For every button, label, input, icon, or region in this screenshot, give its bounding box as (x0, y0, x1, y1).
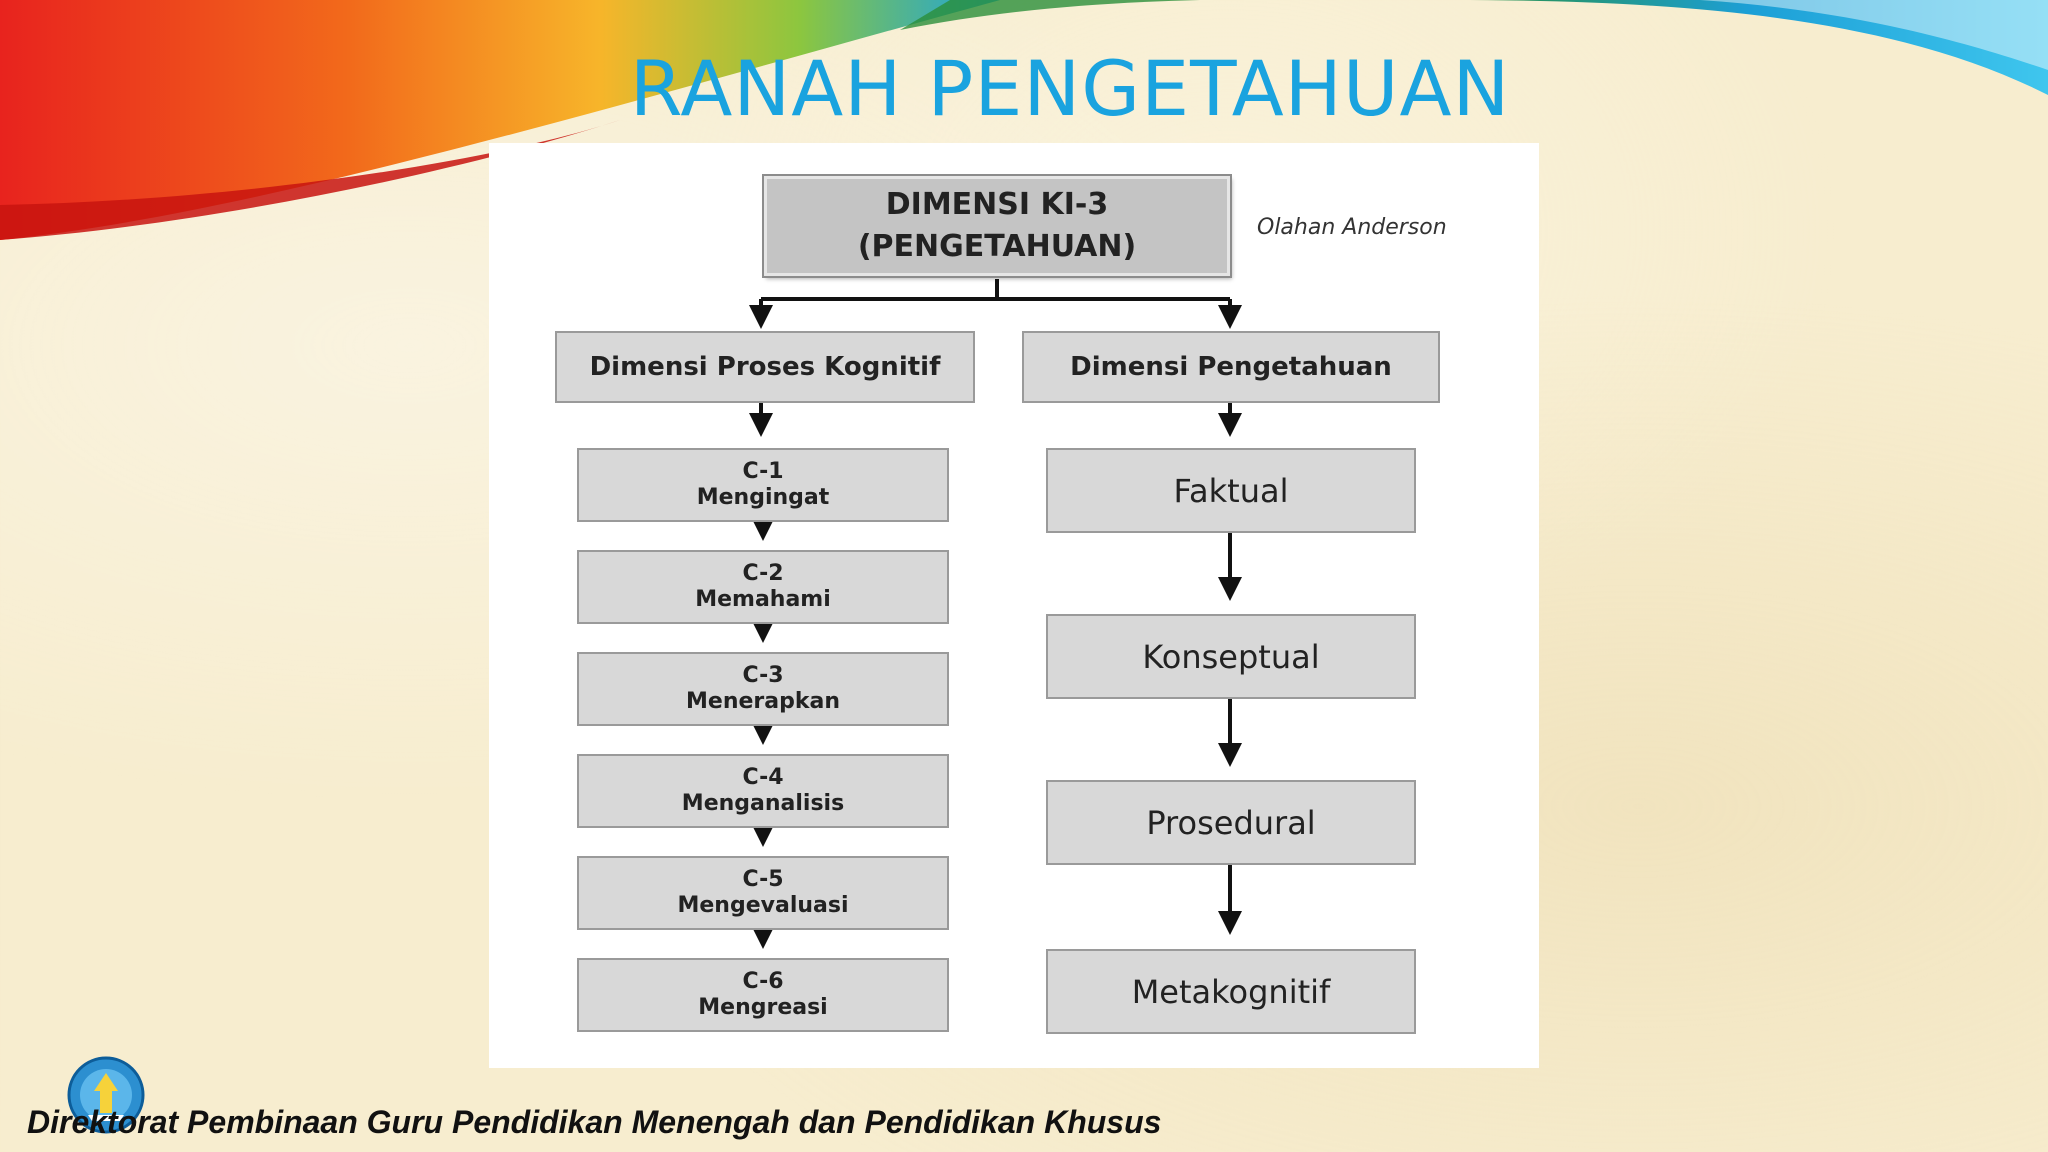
cognitive-level-label: Mengreasi (698, 995, 828, 1020)
diagram-connectors (749, 279, 1242, 949)
cognitive-level-node: C-2 Memahami (577, 550, 949, 624)
knowledge-level-node: Prosedural (1046, 780, 1416, 865)
cognitive-level-node: C-6 Mengreasi (577, 958, 949, 1032)
diagram-panel: DIMENSI KI-3 (PENGETAHUAN) Olahan Anders… (489, 143, 1539, 1068)
cognitive-level-label: Mengevaluasi (677, 893, 849, 918)
decorative-swoosh (0, 0, 2048, 240)
cognitive-level-code: C-2 (742, 561, 784, 586)
cognitive-level-node: C-1 Mengingat (577, 448, 949, 522)
root-line-1: DIMENSI KI-3 (885, 187, 1109, 222)
cognitive-level-code: C-6 (742, 969, 784, 994)
footer-text: Direktorat Pembinaan Guru Pendidikan Men… (27, 1104, 1162, 1140)
knowledge-level-label: Konseptual (1142, 637, 1320, 676)
slide-title: RANAH PENGETAHUAN (629, 44, 1511, 133)
root-line-2: (PENGETAHUAN) (857, 229, 1137, 264)
cognitive-level-code: C-5 (742, 867, 784, 892)
cognitive-level-label: Menganalisis (681, 791, 845, 816)
left-branch-heading-label: Dimensi Proses Kognitif (589, 352, 941, 382)
cognitive-level-label: Mengingat (696, 485, 830, 510)
cognitive-level-code: C-3 (742, 663, 784, 688)
cognitive-level-code: C-1 (742, 459, 784, 484)
knowledge-level-label: Metakognitif (1131, 972, 1331, 1011)
cognitive-level-node: C-5 Mengevaluasi (577, 856, 949, 930)
left-branch-heading: Dimensi Proses Kognitif (555, 331, 975, 403)
right-branch-heading: Dimensi Pengetahuan (1022, 331, 1440, 403)
root-node: DIMENSI KI-3 (PENGETAHUAN) (764, 176, 1230, 276)
knowledge-level-node: Metakognitif (1046, 949, 1416, 1034)
cognitive-level-node: C-4 Menganalisis (577, 754, 949, 828)
knowledge-level-node: Konseptual (1046, 614, 1416, 699)
knowledge-level-label: Faktual (1173, 471, 1289, 510)
tut-wuri-handayani-logo (67, 1056, 145, 1134)
attribution-note: Olahan Anderson (1257, 215, 1447, 240)
cognitive-level-label: Menerapkan (686, 689, 840, 714)
right-branch-heading-label: Dimensi Pengetahuan (1070, 352, 1392, 382)
knowledge-level-node: Faktual (1046, 448, 1416, 533)
cognitive-level-label: Memahami (695, 587, 831, 612)
knowledge-level-label: Prosedural (1146, 803, 1316, 842)
cognitive-level-node: C-3 Menerapkan (577, 652, 949, 726)
cognitive-level-code: C-4 (742, 765, 784, 790)
